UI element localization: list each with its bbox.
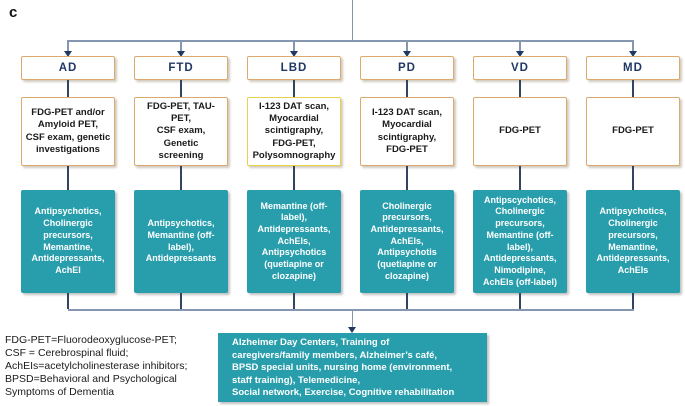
connector-drop-line [519,40,521,51]
connector-bottom-horizontal [68,309,634,311]
diagnostics-box-pd: I-123 DAT scan, Myocardial scintigraphy,… [360,97,454,166]
connector-top-vertical [351,0,353,40]
connector-stub [293,80,295,97]
connector-stub [67,293,69,309]
connector-stub [519,166,521,190]
connector-drop-line [406,40,408,51]
diagnosis-label-ftd: FTD [134,56,228,80]
column-vd: VD FDG-PET Antipscychotics, Cholinergic … [473,40,567,309]
treatments-box-lbd: Memantine (off- label), Antidepressants,… [247,190,341,293]
diagnosis-label-text: AD [58,62,78,74]
abbreviations-legend: FDG-PET=Fluorodeoxyglucose-PET; CSF = Ce… [5,334,188,399]
connector-stub [519,80,521,97]
diagnostics-box-ftd: FDG-PET, TAU- PET, CSF exam, Genetic scr… [134,97,228,166]
treatments-box-vd: Antipscychotics, Cholinergic precursors,… [473,190,567,293]
connector-stub [406,293,408,309]
diagnosis-label-text: VD [511,62,529,74]
connector-stub [406,166,408,190]
connector-stub [180,80,182,97]
connector-stub [519,293,521,309]
diagnosis-label-text: FTD [168,62,194,74]
column-pd: PD I-123 DAT scan, Myocardial scintigrap… [360,40,454,309]
connector-stub [67,166,69,190]
connector-stub [293,166,295,190]
connector-stub [180,293,182,309]
connector-top-horizontal [68,40,634,42]
arrow-down-icon [516,51,524,57]
arrow-down-icon [177,51,185,57]
connector-stub [632,166,634,190]
treatments-box-ad: Antipsychotics, Cholinergic precursors, … [21,190,115,293]
connector-stub [67,80,69,97]
diagnosis-label-ad: AD [21,56,115,80]
column-md: MD FDG-PET Antipsychotics, Cholinergic p… [586,40,680,309]
connector-drop-line [180,40,182,51]
arrow-down-icon [290,51,298,57]
column-ftd: FTD FDG-PET, TAU- PET, CSF exam, Genetic… [134,40,228,309]
connector-drop-line [632,40,634,51]
diagnosis-label-vd: VD [473,56,567,80]
diagnosis-label-text: PD [398,62,416,74]
connector-stub [632,80,634,97]
connector-stub [293,293,295,309]
arrow-down-icon [64,51,72,57]
diagnosis-label-text: MD [623,62,643,74]
connector-drop-line [293,40,295,51]
treatments-box-pd: Cholinergic precursors, Antidepressants,… [360,190,454,293]
connector-stub [632,293,634,309]
diagnosis-label-pd: PD [360,56,454,80]
diagnostics-box-vd: FDG-PET [473,97,567,166]
arrow-down-icon [629,51,637,57]
connector-stub [406,80,408,97]
arrow-down-icon [403,51,411,57]
diagnosis-label-md: MD [586,56,680,80]
diagnosis-label-lbd: LBD [247,56,341,80]
panel-label: c [9,4,18,21]
diagnosis-label-text: LBD [280,62,308,74]
connector-stub [180,166,182,190]
treatments-box-ftd: Antipsychotics, Memantine (off- label), … [134,190,228,293]
arrow-down-icon [348,327,356,333]
diagnostics-box-lbd: I-123 DAT scan, Myocardial scintigraphy,… [247,97,341,166]
diagnostics-box-ad: FDG-PET and/or Amyloid PET, CSF exam, ge… [21,97,115,166]
psychosocial-interventions-box: Alzheimer Day Centers, Training of careg… [218,333,487,402]
connector-bottom-vertical [351,309,353,327]
treatments-box-md: Antipsychotics, Cholinergic precursors, … [586,190,680,293]
diagnostics-box-md: FDG-PET [586,97,680,166]
column-ad: AD FDG-PET and/or Amyloid PET, CSF exam,… [21,40,115,309]
column-lbd: LBD I-123 DAT scan, Myocardial scintigra… [247,40,341,309]
connector-drop-line [67,40,69,51]
